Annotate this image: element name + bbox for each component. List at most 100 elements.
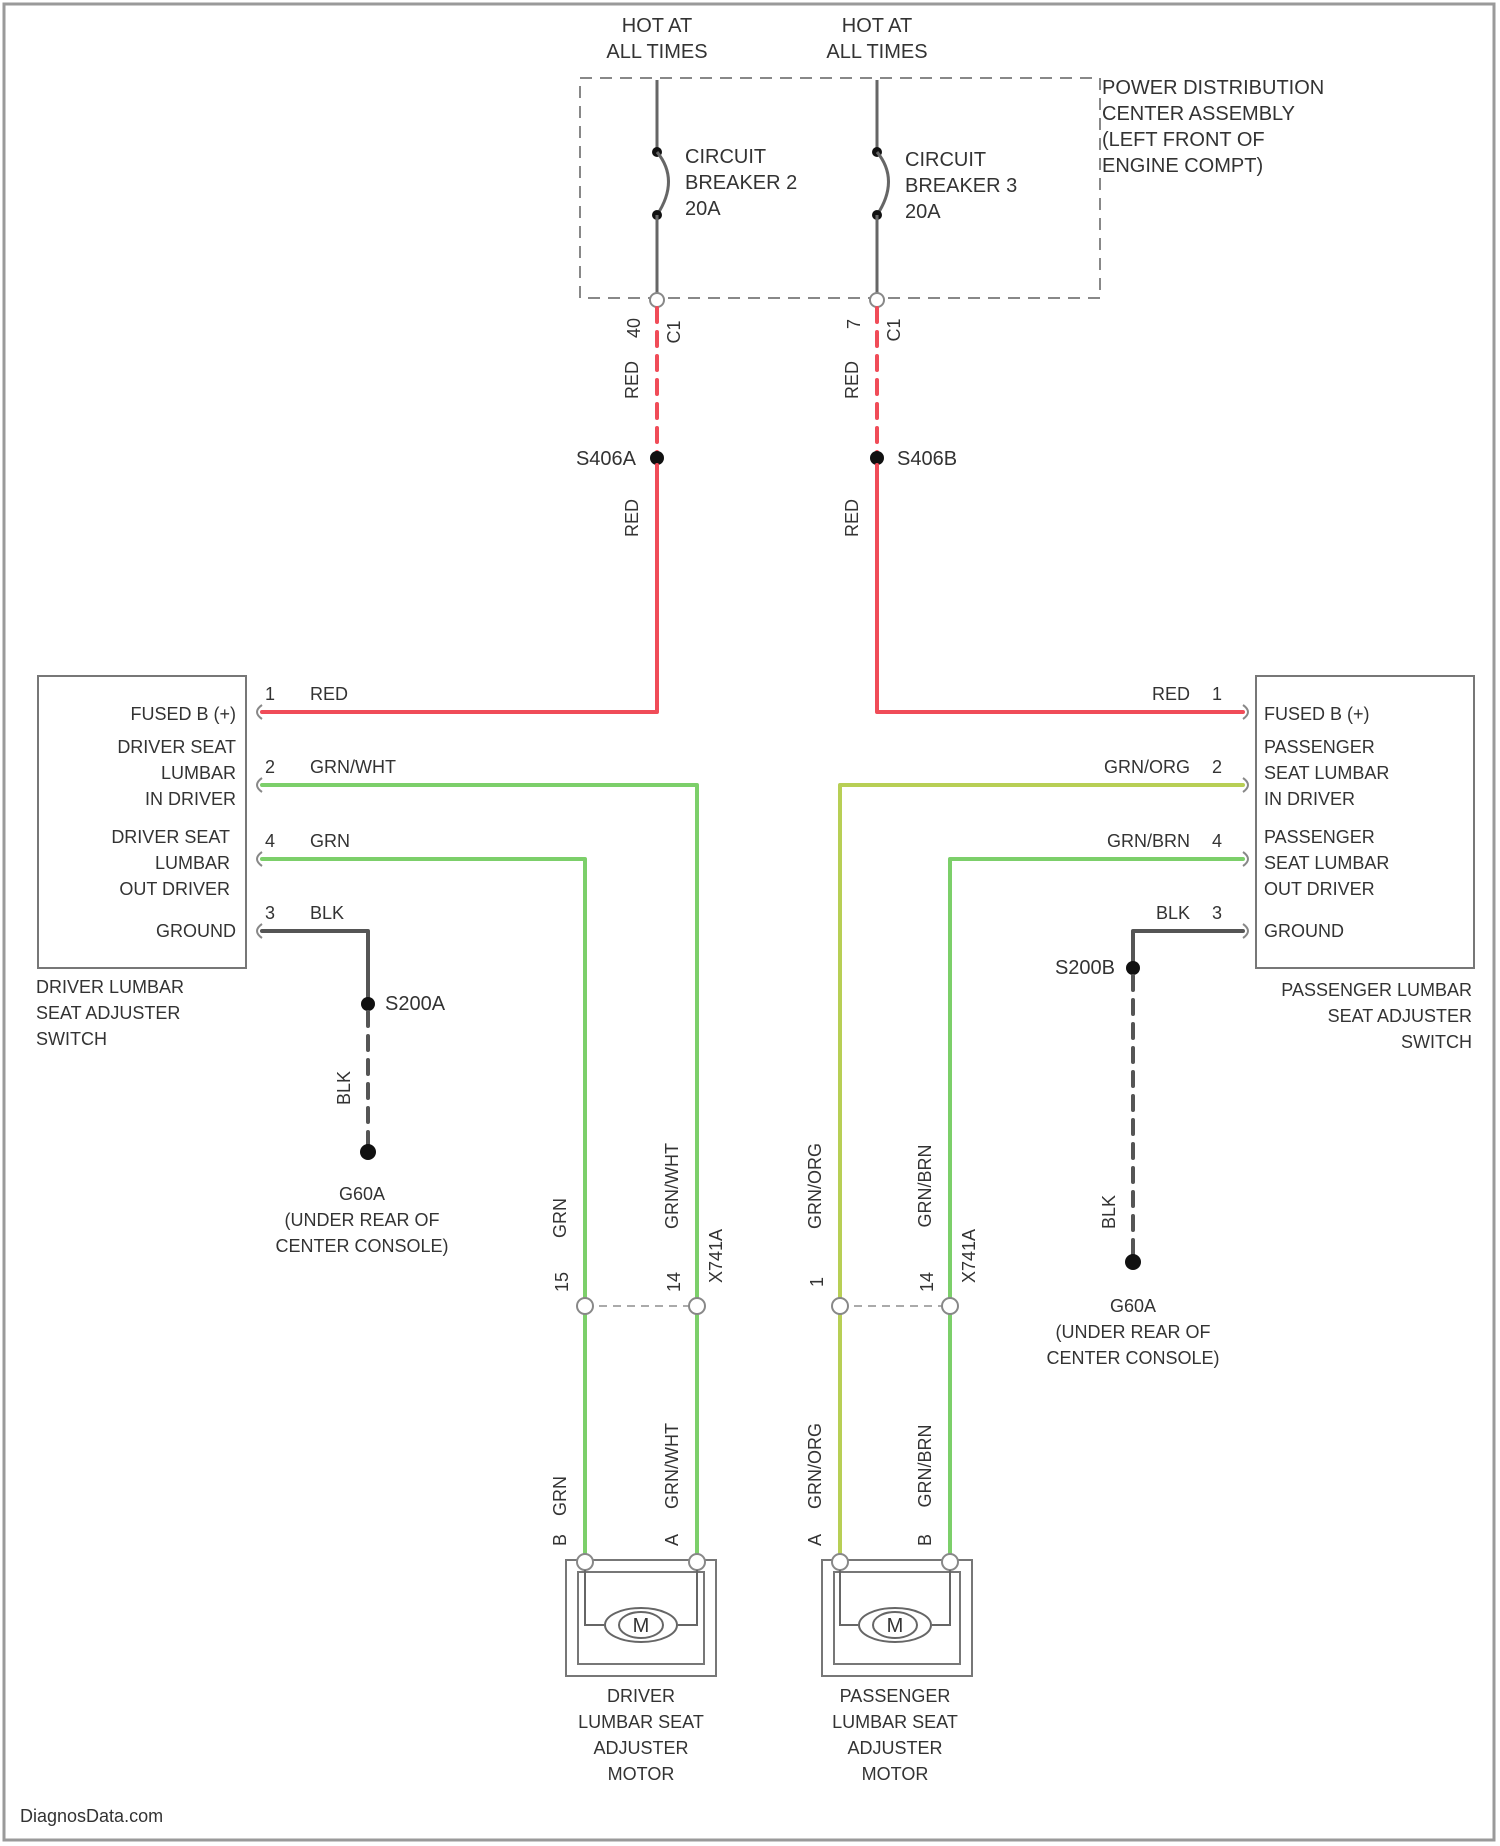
splice-s200a-label: S200A bbox=[385, 993, 446, 1015]
svg-text:LUMBAR: LUMBAR bbox=[155, 853, 230, 873]
passenger-motor-label-4: MOTOR bbox=[862, 1764, 929, 1784]
splice-s406b bbox=[870, 451, 884, 465]
splice-s200a bbox=[361, 997, 375, 1011]
passenger-blk-wire-label: BLK bbox=[1099, 1195, 1119, 1229]
passenger-switch-pin-1: 1 RED FUSED B (+) bbox=[1152, 684, 1370, 724]
passenger-motor-label-3: ADJUSTER bbox=[847, 1738, 942, 1758]
driver-motor-pin-b: B bbox=[550, 1534, 570, 1546]
driver-motor-pin-a: A bbox=[662, 1534, 682, 1546]
svg-text:GROUND: GROUND bbox=[156, 921, 236, 941]
inline-pin-label-14-left: 14 bbox=[664, 1272, 684, 1292]
driver-motor-label-4: MOTOR bbox=[608, 1764, 675, 1784]
inline-pin-1 bbox=[832, 1298, 848, 1314]
pdc-pin-number-left: 40 bbox=[624, 318, 644, 338]
inline-pin-label-1: 1 bbox=[807, 1277, 827, 1287]
passenger-switch-name-3: SWITCH bbox=[1401, 1032, 1472, 1052]
hot-at-all-times-label-2b: ALL TIMES bbox=[826, 41, 927, 63]
hot-at-all-times-label-1: HOT AT bbox=[622, 15, 692, 37]
driver-switch-name-1: DRIVER LUMBAR bbox=[36, 977, 184, 997]
ground-driver-label-1: G60A bbox=[339, 1184, 385, 1204]
inline-pin-15 bbox=[577, 1298, 593, 1314]
passenger-motor-pin-b: B bbox=[915, 1534, 935, 1546]
red-wire-label-right-lower: RED bbox=[842, 499, 862, 537]
inline-connector-id-right: X741A bbox=[959, 1229, 979, 1283]
passenger-switch-name-1: PASSENGER LUMBAR bbox=[1281, 980, 1472, 1000]
svg-text:2: 2 bbox=[1212, 757, 1222, 777]
wire-label-grn-org-lower-passenger: GRN/ORG bbox=[805, 1423, 825, 1509]
svg-text:FUSED B (+): FUSED B (+) bbox=[1264, 704, 1370, 724]
svg-text:BLK: BLK bbox=[310, 903, 344, 923]
driver-switch-pin-2: 2 GRN/WHT DRIVER SEAT LUMBAR IN DRIVER bbox=[117, 737, 396, 809]
passenger-blk-ground-wire bbox=[1133, 931, 1243, 966]
svg-text:SEAT LUMBAR: SEAT LUMBAR bbox=[1264, 763, 1389, 783]
svg-text:3: 3 bbox=[265, 903, 275, 923]
svg-text:1: 1 bbox=[265, 684, 275, 704]
passenger-motor-pin-a: A bbox=[805, 1534, 825, 1546]
ground-driver-label-3: CENTER CONSOLE) bbox=[275, 1236, 448, 1256]
circuit-breaker-3 bbox=[872, 80, 889, 293]
svg-text:IN DRIVER: IN DRIVER bbox=[145, 789, 236, 809]
passenger-grn-org-wire bbox=[840, 785, 1243, 1302]
splice-s200b bbox=[1126, 961, 1140, 975]
passenger-motor-symbol: M bbox=[887, 1615, 904, 1637]
svg-text:2: 2 bbox=[265, 757, 275, 777]
splice-s200b-label: S200B bbox=[1055, 957, 1115, 979]
ground-passenger-label-2: (UNDER REAR OF bbox=[1055, 1322, 1210, 1342]
passenger-motor-label-1: PASSENGER bbox=[840, 1686, 951, 1706]
driver-motor-label-1: DRIVER bbox=[607, 1686, 675, 1706]
splice-s406a bbox=[650, 451, 664, 465]
wire-label-grn-wht-lower-driver: GRN/WHT bbox=[662, 1423, 682, 1509]
pdc-label-3: (LEFT FRONT OF bbox=[1102, 129, 1265, 151]
svg-text:GRN: GRN bbox=[310, 831, 350, 851]
driver-switch-pin-1: 1 RED FUSED B (+) bbox=[130, 684, 348, 724]
svg-text:PASSENGER: PASSENGER bbox=[1264, 737, 1375, 757]
svg-text:OUT DRIVER: OUT DRIVER bbox=[119, 879, 230, 899]
red-wire-label-right-upper: RED bbox=[842, 361, 862, 399]
pdc-label-2: CENTER ASSEMBLY bbox=[1102, 103, 1295, 125]
ground-g60a-driver bbox=[360, 1144, 376, 1160]
wire-label-grn-org-upper-passenger: GRN/ORG bbox=[805, 1143, 825, 1229]
svg-text:BLK: BLK bbox=[1156, 903, 1190, 923]
ground-driver-label-2: (UNDER REAR OF bbox=[284, 1210, 439, 1230]
splice-s406a-label: S406A bbox=[576, 448, 637, 470]
svg-text:3: 3 bbox=[1212, 903, 1222, 923]
red-wire-left-main bbox=[262, 465, 657, 712]
pdc-label-4: ENGINE COMPT) bbox=[1102, 155, 1263, 177]
driver-motor-label-2: LUMBAR SEAT bbox=[578, 1712, 704, 1732]
svg-text:RED: RED bbox=[1152, 684, 1190, 704]
svg-text:IN DRIVER: IN DRIVER bbox=[1264, 789, 1355, 809]
svg-text:GRN/BRN: GRN/BRN bbox=[1107, 831, 1190, 851]
svg-text:GRN/ORG: GRN/ORG bbox=[1104, 757, 1190, 777]
driver-motor-label-3: ADJUSTER bbox=[593, 1738, 688, 1758]
svg-text:4: 4 bbox=[1212, 831, 1222, 851]
red-wire-label-left-lower: RED bbox=[622, 499, 642, 537]
inline-pin-label-14-right: 14 bbox=[917, 1272, 937, 1292]
ground-g60a-passenger bbox=[1125, 1254, 1141, 1270]
driver-grn-wht-wire bbox=[262, 785, 697, 1558]
wire-label-grn-lower-driver: GRN bbox=[550, 1476, 570, 1516]
wire-label-grn-upper-driver: GRN bbox=[550, 1198, 570, 1238]
svg-text:PASSENGER: PASSENGER bbox=[1264, 827, 1375, 847]
svg-text:SEAT LUMBAR: SEAT LUMBAR bbox=[1264, 853, 1389, 873]
inline-connector-id-left: X741A bbox=[706, 1229, 726, 1283]
pdc-connector-id-left: C1 bbox=[664, 320, 684, 343]
cb3-label-1: CIRCUIT bbox=[905, 149, 986, 171]
svg-text:4: 4 bbox=[265, 831, 275, 851]
driver-switch-name-3: SWITCH bbox=[36, 1029, 107, 1049]
hot-at-all-times-label-1b: ALL TIMES bbox=[606, 41, 707, 63]
svg-text:GROUND: GROUND bbox=[1264, 921, 1344, 941]
splice-s406b-label: S406B bbox=[897, 448, 957, 470]
footer-watermark: DiagnosData.com bbox=[20, 1806, 163, 1826]
hot-at-all-times-label-2: HOT AT bbox=[842, 15, 912, 37]
wire-label-grn-brn-lower-passenger: GRN/BRN bbox=[915, 1424, 935, 1507]
cb3-label-2: BREAKER 3 bbox=[905, 175, 1017, 197]
svg-text:GRN/WHT: GRN/WHT bbox=[310, 757, 396, 777]
pdc-pin-connector-left bbox=[650, 293, 664, 307]
wire-label-grn-brn-upper-passenger: GRN/BRN bbox=[915, 1144, 935, 1227]
cb2-label-2: BREAKER 2 bbox=[685, 172, 797, 194]
driver-motor-symbol: M bbox=[633, 1615, 650, 1637]
ground-passenger-label-3: CENTER CONSOLE) bbox=[1046, 1348, 1219, 1368]
inline-pin-14-left bbox=[689, 1298, 705, 1314]
svg-text:DRIVER SEAT: DRIVER SEAT bbox=[111, 827, 230, 847]
